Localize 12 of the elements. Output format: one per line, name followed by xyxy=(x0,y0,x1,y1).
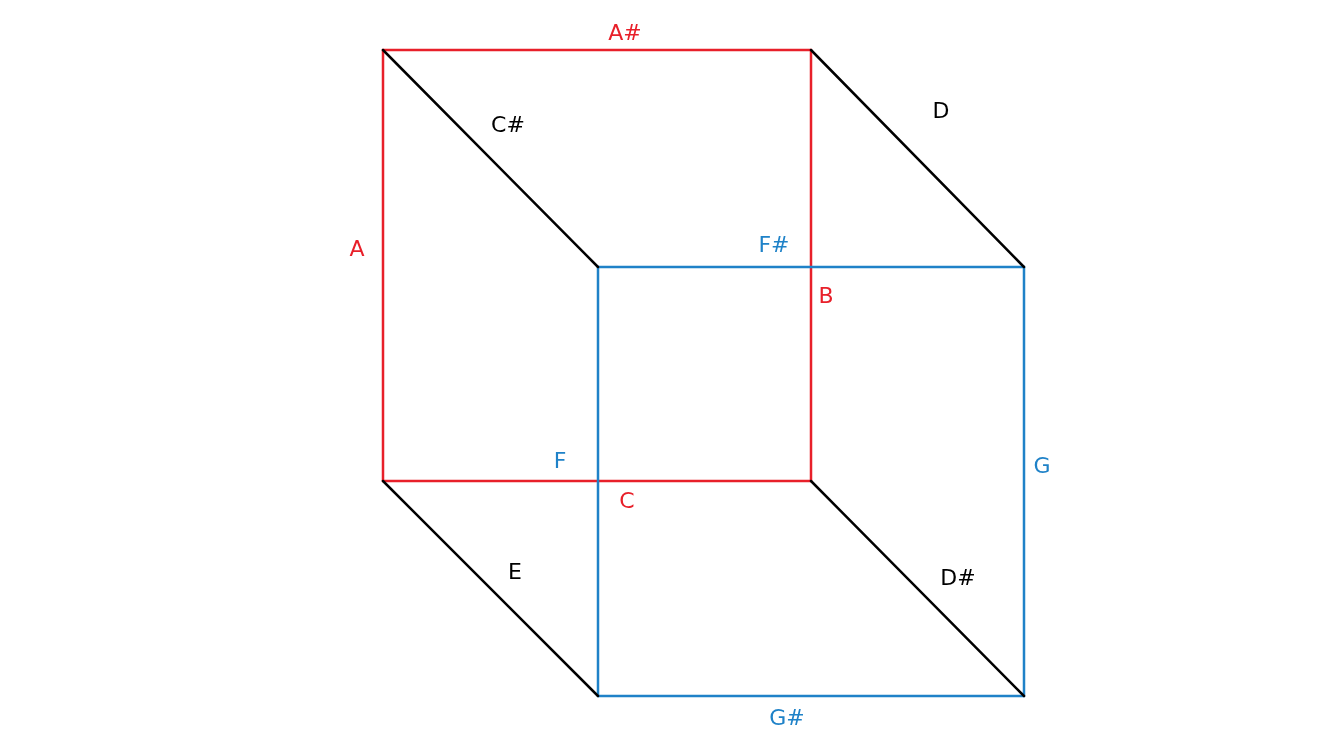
note-label: G# xyxy=(769,705,805,731)
note-label: D# xyxy=(940,565,976,591)
note-label: E xyxy=(508,559,522,585)
note-label: G xyxy=(1033,453,1051,479)
note-label: C xyxy=(619,488,635,514)
note-label: A xyxy=(349,236,365,262)
note-label: C# xyxy=(491,112,525,138)
note-label: B xyxy=(818,283,834,309)
note-label: F xyxy=(553,448,567,474)
note-label: A# xyxy=(608,20,642,46)
note-label: F# xyxy=(758,232,790,258)
note-label: D xyxy=(932,98,950,124)
